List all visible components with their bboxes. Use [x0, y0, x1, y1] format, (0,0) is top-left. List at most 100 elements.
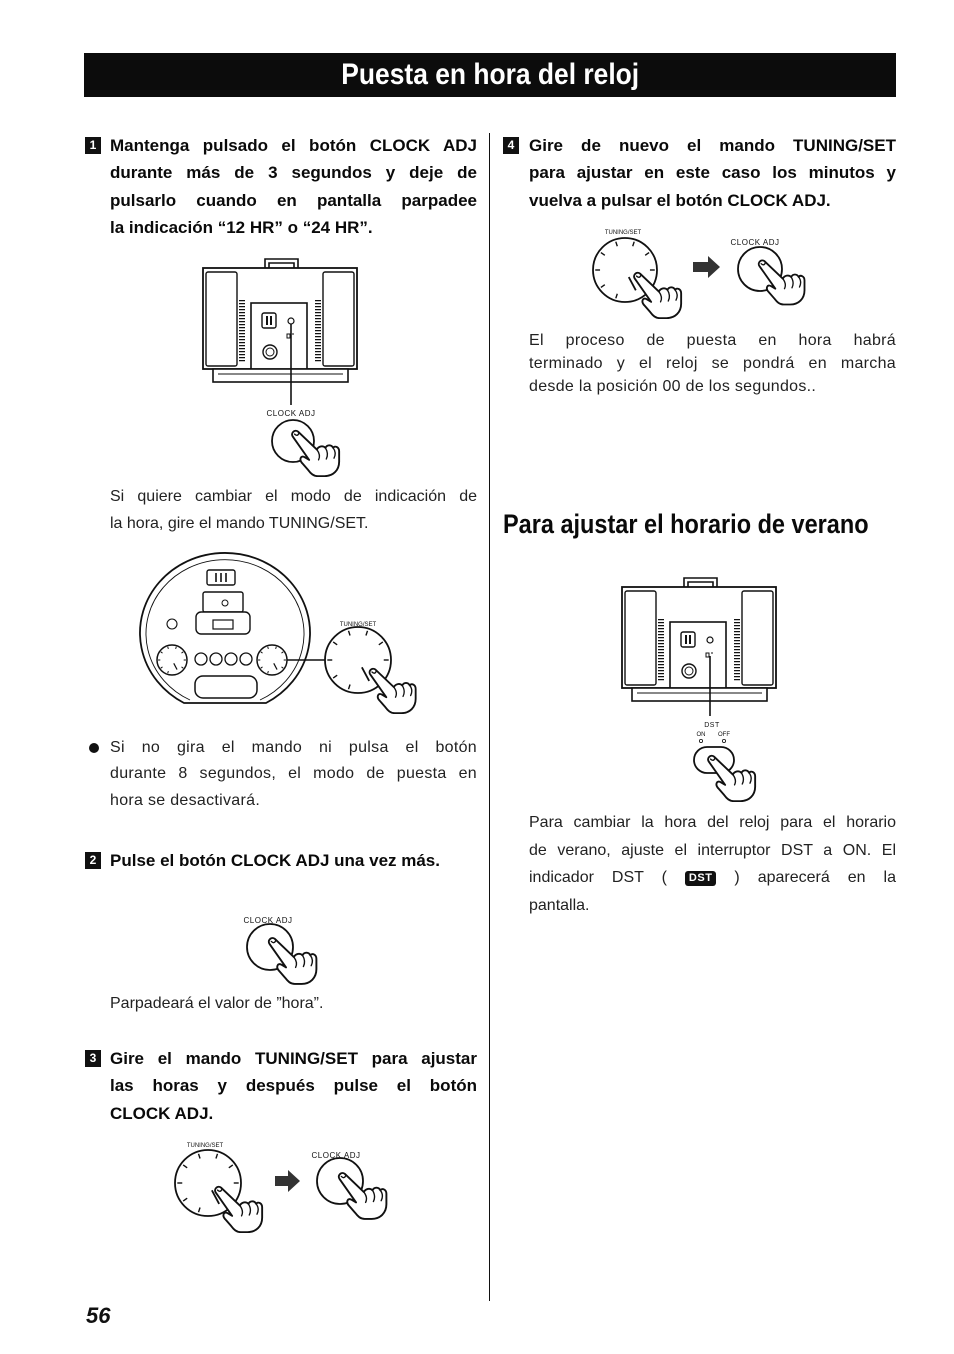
device-rear-view — [622, 578, 776, 701]
knob-tick — [281, 651, 284, 654]
knob-tick — [615, 241, 618, 247]
step1-line: durante más de 3 segundos y deje de — [110, 163, 477, 182]
tuning-set-label: TUNING/SET — [605, 230, 642, 236]
section-heading-dst: Para ajustar el horario de verano — [503, 508, 923, 540]
device-rear-view — [203, 259, 357, 382]
bullet-note: Si no gira el mando ni pulsa el botón du… — [110, 735, 477, 815]
knob-tick — [228, 1164, 234, 1169]
knob-tick — [347, 684, 351, 690]
knob-tick — [615, 293, 618, 299]
knob-tick — [347, 630, 351, 636]
knob-tick — [181, 666, 184, 669]
device-left-knob — [156, 644, 188, 676]
step1-line: Mantenga pulsado el botón CLOCK ADJ — [110, 135, 477, 155]
knob-tick — [600, 284, 606, 289]
dst-label: DST — [704, 722, 720, 729]
knob-tick — [365, 630, 369, 636]
step-badge-3: 3 — [85, 1050, 101, 1067]
paragraph-line: El proceso de puesta en hora habrá — [529, 331, 896, 349]
device-preset-button — [239, 652, 253, 666]
clock-adj-label: CLOCK ADJ — [731, 238, 780, 247]
column-divider — [489, 133, 490, 1301]
knob-tick — [600, 251, 606, 256]
knob-tick — [260, 651, 263, 654]
knob-tick — [160, 651, 163, 654]
knob-tick — [332, 674, 338, 679]
illustration-step3: TUNING/SET CLOCK ADJ — [174, 1143, 388, 1233]
device-preset-button — [194, 652, 208, 666]
illustration-rear-clock-adj: CLOCK ADJ — [203, 259, 357, 477]
knob-tick — [197, 1153, 201, 1159]
illustration-clock-adj-step2: CLOCK ADJ — [244, 916, 318, 985]
knob-tick — [182, 1197, 188, 1202]
knob-tick — [167, 646, 169, 650]
paragraph-line: la hora, gire el mando TUNING/SET. — [110, 514, 369, 532]
knob-pointer — [361, 666, 370, 682]
knob-pointer — [627, 276, 637, 291]
knob-tick — [275, 646, 277, 650]
step3-text: Gire el mando TUNING/SET para ajustar la… — [110, 1045, 477, 1128]
illustration-front-tuning: TUNING/SET — [139, 552, 417, 714]
paragraph-line: hora se desactivará. — [110, 791, 261, 809]
tuning-set-label: TUNING/SET — [187, 1143, 224, 1149]
device-preset-button — [224, 652, 238, 666]
arrow-right-icon — [693, 256, 720, 278]
knob-tick — [215, 1153, 219, 1159]
step1-line: pulsarlo cuando en pantalla parpadee — [110, 190, 477, 210]
paragraph-line: Para cambiar la hora del reloj para el h… — [529, 814, 896, 831]
bullet-icon — [89, 743, 99, 753]
paragraph-line: pantalla. — [529, 896, 590, 914]
step1-text: Mantenga pulsado el botón CLOCK ADJ dura… — [110, 132, 477, 242]
illustration-step4: TUNING/SET CLOCK ADJ — [592, 230, 806, 319]
paragraph-line: durante 8 segundos, el modo de puesta en — [110, 765, 477, 782]
paragraph-line: de verano, ajuste el interruptor DST a O… — [529, 841, 896, 859]
illustration-dst: DST ON OFF — [622, 578, 776, 802]
hand-icon — [368, 667, 417, 714]
device-small-button — [166, 618, 178, 630]
device-front-rim — [145, 559, 305, 701]
page-title: Puesta en hora del reloj — [341, 58, 639, 91]
knob-pointer — [273, 663, 278, 670]
paragraph-setting-done: El proceso de puesta en hora habrá termi… — [529, 329, 896, 398]
paragraph-line: Si quiere cambiar el modo de indicación … — [110, 487, 477, 505]
step4-line: para ajustar en este caso los minutos y — [529, 163, 896, 182]
step2-text: Pulse el botón CLOCK ADJ una vez más. — [110, 850, 440, 870]
step1-line: la indicación “12 HR” o “24 HR”. — [110, 218, 373, 237]
step4-text: Gire de nuevo el mando TUNING/SET para a… — [529, 132, 896, 215]
knob-tick — [644, 251, 650, 256]
knob-tick — [632, 241, 635, 247]
step3-line: Gire el mando TUNING/SET para ajustar — [110, 1048, 477, 1068]
page-number: 56 — [86, 1303, 111, 1328]
device-display — [194, 675, 258, 699]
knob-tick — [181, 651, 184, 654]
paragraph-line: terminado y el reloj se pondrá en marcha — [529, 354, 896, 372]
clock-adj-label: CLOCK ADJ — [244, 916, 293, 925]
step4-line: Gire de nuevo el mando TUNING/SET — [529, 135, 896, 155]
knob-tick — [197, 1207, 201, 1213]
step4-line: vuelva a pulsar el botón CLOCK ADJ. — [529, 190, 831, 210]
step3-line: las horas y después pulse el botón — [110, 1076, 477, 1095]
paragraph-hour-blink: Parpadeará el valor de ”hora”. — [110, 995, 324, 1012]
knob-tick — [281, 666, 284, 669]
step-badge-1: 1 — [85, 137, 101, 154]
step-badge-4: 4 — [503, 137, 519, 154]
knob-tick — [260, 666, 263, 669]
knob-pointer — [173, 663, 178, 670]
section-heading-text: Para ajustar el horario de verano — [503, 509, 869, 539]
knob-tick — [175, 646, 177, 650]
step3-line: CLOCK ADJ. — [110, 1103, 214, 1123]
paragraph-change-mode: Si quiere cambiar el modo de indicación … — [110, 483, 477, 537]
dst-indicator-icon: DST — [684, 871, 717, 886]
paragraph-fragment: indicador DST ( — [529, 869, 667, 886]
knob-tick — [378, 641, 384, 646]
knob-pointer — [211, 1189, 220, 1205]
clock-adj-label: CLOCK ADJ — [312, 1151, 361, 1160]
dst-on-label: ON — [697, 732, 706, 738]
paragraph-fragment: ) aparecerá en la — [734, 869, 896, 886]
arrow-right-icon — [275, 1170, 300, 1192]
paragraph-line: Si no gira el mando ni pulsa el botón — [110, 738, 477, 756]
step-badge-2: 2 — [85, 852, 101, 869]
device-preset-button — [209, 652, 223, 666]
